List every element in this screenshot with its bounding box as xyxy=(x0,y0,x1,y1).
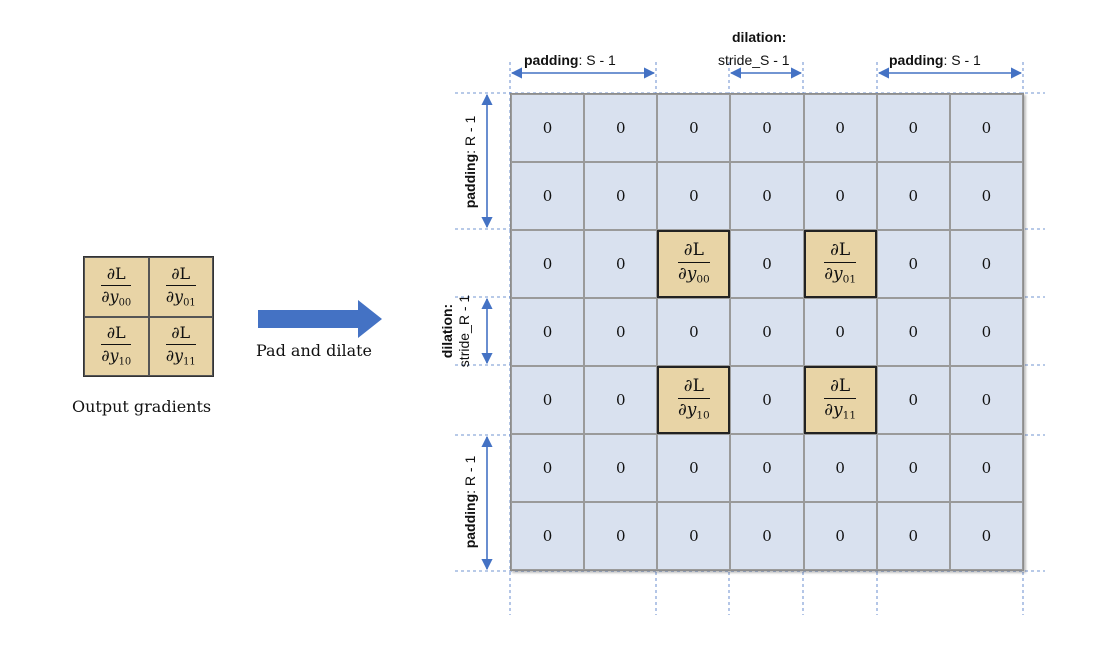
arrow-label: Pad and dilate xyxy=(256,341,372,360)
zero-cell: 0 xyxy=(584,94,658,162)
zero-cell: 0 xyxy=(803,434,877,502)
zero-cell: 0 xyxy=(511,162,585,230)
zero-cell: 0 xyxy=(949,502,1023,570)
zero-cell: 0 xyxy=(657,94,731,162)
padding-bottom-label: padding: R - 1 xyxy=(462,455,478,549)
zero-cell: 0 xyxy=(876,434,950,502)
gradient-cell-00: ∂L∂y00 xyxy=(84,257,149,317)
zero-cell: 0 xyxy=(803,94,877,162)
zero-cell: 0 xyxy=(584,366,658,434)
gradient-cell-00: ∂L∂y00 xyxy=(657,230,731,298)
zero-cell: 0 xyxy=(657,298,731,366)
zero-cell: 0 xyxy=(511,434,585,502)
zero-cell: 0 xyxy=(511,366,585,434)
zero-cell: 0 xyxy=(949,162,1023,230)
zero-cell: 0 xyxy=(876,162,950,230)
dilation-top-value: stride_S - 1 xyxy=(718,52,790,68)
padding-left-label: padding: S - 1 xyxy=(524,52,616,68)
zero-cell: 0 xyxy=(730,298,804,366)
zero-cell: 0 xyxy=(584,502,658,570)
gradient-cell-01: ∂L∂y01 xyxy=(148,257,213,317)
gradient-cell-10: ∂L∂y10 xyxy=(84,316,149,376)
zero-cell: 0 xyxy=(876,94,950,162)
zero-cell: 0 xyxy=(730,162,804,230)
gradient-cell-01: ∂L∂y01 xyxy=(803,230,877,298)
zero-cell: 0 xyxy=(584,298,658,366)
zero-cell: 0 xyxy=(584,434,658,502)
gradient-cell-11: ∂L∂y11 xyxy=(148,316,213,376)
zero-cell: 0 xyxy=(803,162,877,230)
zero-cell: 0 xyxy=(657,502,731,570)
zero-cell: 0 xyxy=(657,434,731,502)
zero-cell: 0 xyxy=(949,434,1023,502)
zero-cell: 0 xyxy=(511,298,585,366)
dilation-left-title: dilation: xyxy=(439,303,455,359)
dilation-top-title: dilation: xyxy=(732,29,787,45)
zero-cell: 0 xyxy=(949,366,1023,434)
zero-cell: 0 xyxy=(511,94,585,162)
zero-cell: 0 xyxy=(876,366,950,434)
zero-cell: 0 xyxy=(876,298,950,366)
output-gradients-caption: Output gradients xyxy=(72,397,212,416)
zero-cell: 0 xyxy=(730,230,804,298)
zero-cell: 0 xyxy=(730,94,804,162)
zero-cell: 0 xyxy=(584,230,658,298)
output-gradients-matrix: ∂L∂y00 ∂L∂y01 ∂L∂y10 ∂L∂y11 xyxy=(83,256,214,377)
zero-cell: 0 xyxy=(949,298,1023,366)
zero-cell: 0 xyxy=(730,366,804,434)
zero-cell: 0 xyxy=(511,502,585,570)
zero-cell: 0 xyxy=(584,162,658,230)
zero-cell: 0 xyxy=(657,162,731,230)
zero-cell: 0 xyxy=(949,94,1023,162)
zero-cell: 0 xyxy=(511,230,585,298)
right-arrow-icon xyxy=(258,300,382,338)
padding-right-label: padding: S - 1 xyxy=(889,52,981,68)
gradient-cell-10: ∂L∂y10 xyxy=(657,366,731,434)
padding-top-label: padding: R - 1 xyxy=(462,115,478,209)
zero-cell: 0 xyxy=(876,502,950,570)
dilation-left-value: stride_R - 1 xyxy=(456,294,472,368)
zero-cell: 0 xyxy=(949,230,1023,298)
zero-cell: 0 xyxy=(803,502,877,570)
zero-cell: 0 xyxy=(730,502,804,570)
zero-cell: 0 xyxy=(803,298,877,366)
zero-cell: 0 xyxy=(876,230,950,298)
zero-cell: 0 xyxy=(730,434,804,502)
gradient-cell-11: ∂L∂y11 xyxy=(803,366,877,434)
